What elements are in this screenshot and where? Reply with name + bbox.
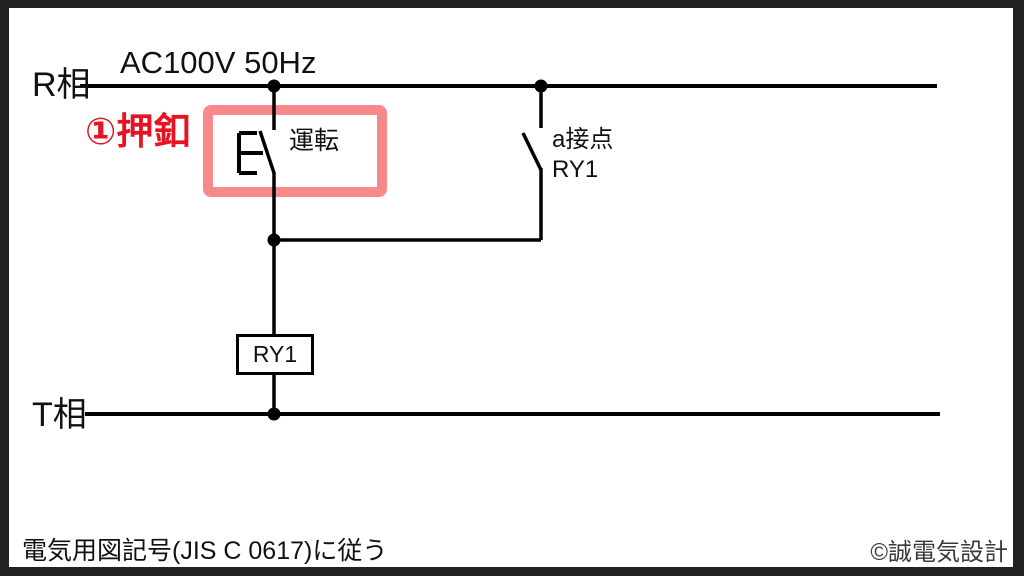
r-phase-rail-label: R相	[32, 66, 91, 104]
a-contact-type-label: a接点	[552, 126, 614, 153]
a-contact-symbol	[521, 132, 543, 171]
frame-border-bottom	[0, 567, 1024, 576]
relay-coil-label: RY1	[252, 341, 298, 368]
frame-border-right	[1013, 0, 1024, 576]
pushbutton-name-label: 運転	[289, 127, 340, 155]
a-contact-name-label: RY1	[552, 156, 599, 183]
t-phase-rail-label: T相	[32, 396, 87, 434]
standard-note: 電気用図記号(JIS C 0617)に従う	[22, 537, 388, 565]
copyright-notice: ©誠電気設計	[870, 539, 1008, 566]
pushbutton-callout-label: ①押釦	[85, 111, 191, 152]
a-contact-labels: a接点 RY1	[552, 125, 613, 185]
frame-border-left	[0, 0, 9, 576]
frame-border-top	[0, 0, 1024, 8]
power-source-label: AC100V 50Hz	[120, 45, 317, 80]
